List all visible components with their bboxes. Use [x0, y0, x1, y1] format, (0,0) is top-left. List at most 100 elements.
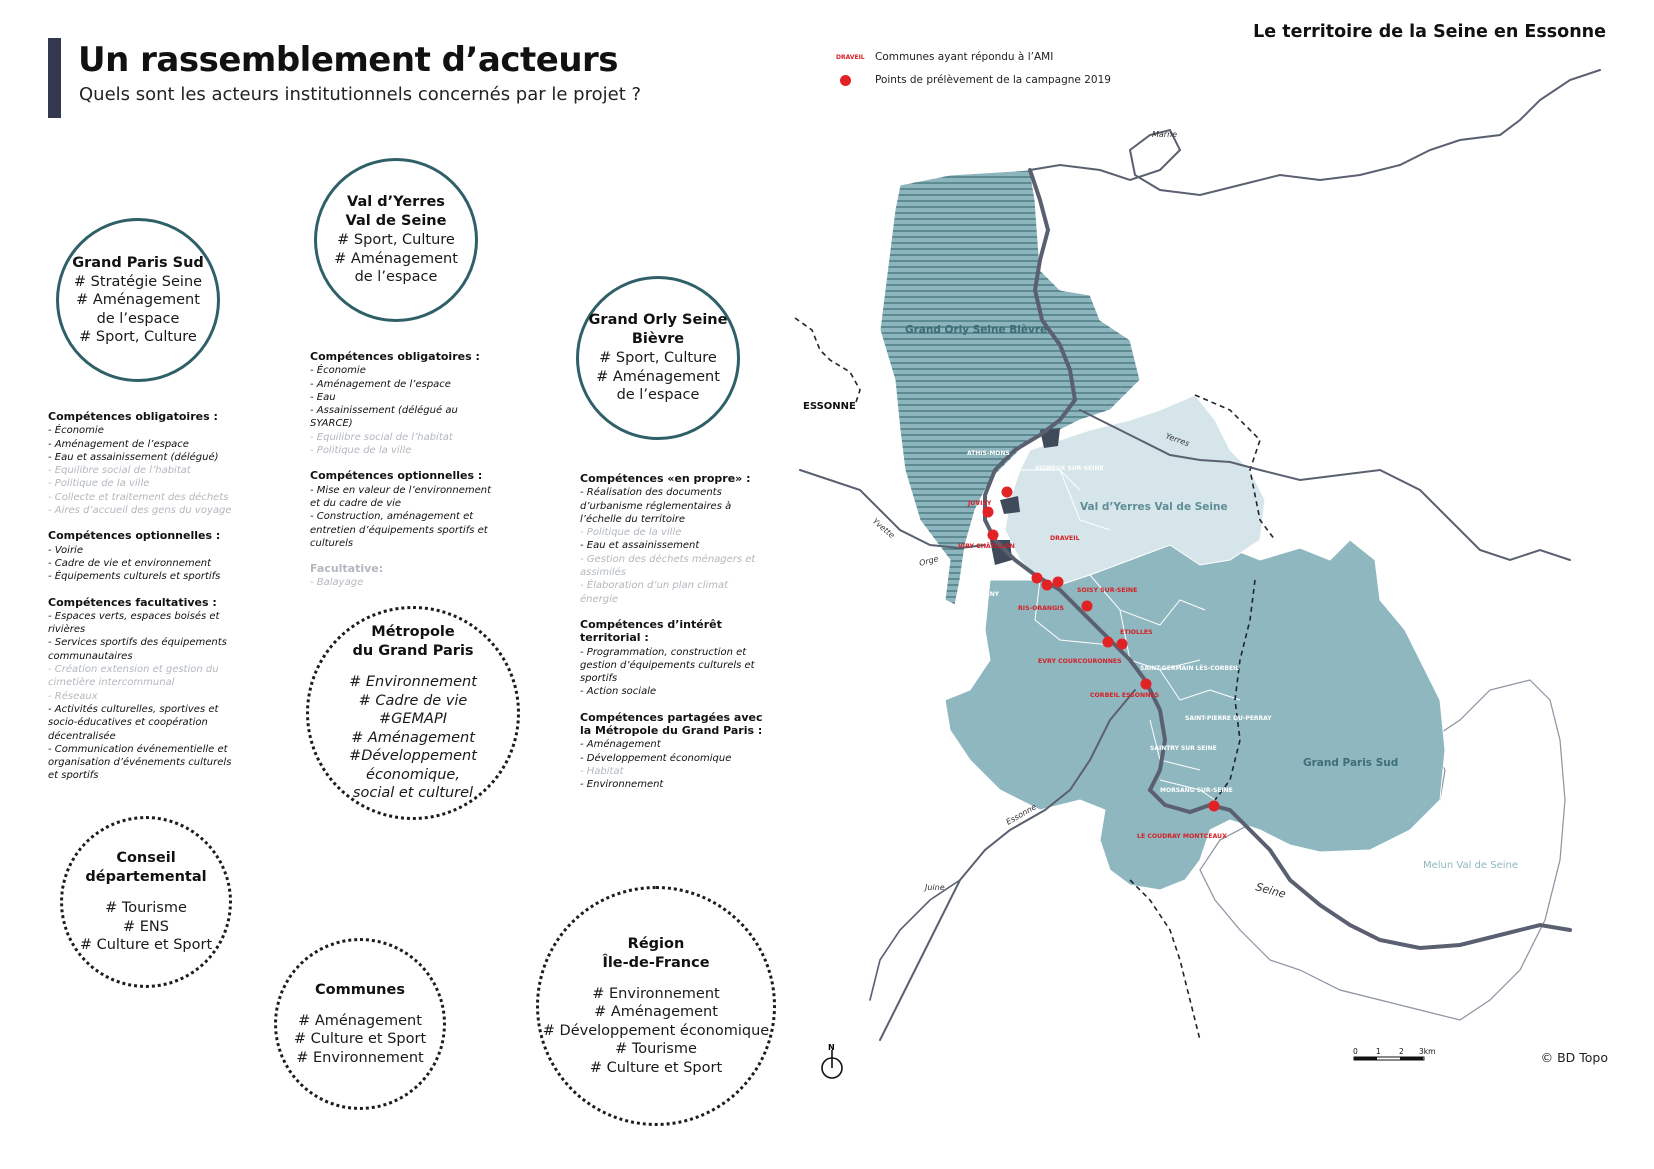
sampling-point	[1081, 600, 1093, 612]
competence-item: - Programmation, construction et gestion…	[580, 646, 755, 685]
actor-tag: #Développement économique,	[349, 748, 477, 783]
competence-item: - Politique de la ville	[580, 527, 682, 539]
sampling-point	[982, 506, 994, 518]
actor-tag: # Sport, Culture	[599, 350, 717, 367]
actor-circle-conseil-departemental: Conseil départemental # Tourisme # ENS #…	[60, 816, 232, 988]
competence-item: - Réalisation des documents d’urbanisme …	[580, 487, 732, 525]
competence-item: - Mise en valeur de l’environnement et d…	[310, 484, 492, 509]
competence-item: - Equilibre social de l’habitat	[310, 431, 453, 443]
actor-circle-grand-orly: Grand Orly Seine Bièvre # Sport, Culture…	[576, 276, 740, 440]
river-juine	[869, 879, 961, 1001]
competence-item: - Création extension et gestion du cimet…	[48, 664, 219, 689]
competence-item: - Action sociale	[580, 686, 657, 698]
competence-item: - Économie	[310, 365, 366, 377]
actor-circle-grand-paris-sud: Grand Paris Sud # Stratégie Seine # Amén…	[56, 218, 220, 382]
sampling-point	[1102, 636, 1114, 648]
competence-heading: Compétences obligatoires :	[310, 350, 480, 363]
label-commune-ami: SOISY SUR-SEINE	[1077, 587, 1137, 594]
scale-tick-label: 0	[1353, 1047, 1358, 1056]
label-river-marne: Marne	[1152, 130, 1177, 139]
sampling-point	[1001, 486, 1013, 498]
actor-name: Bièvre	[631, 331, 685, 348]
department-border	[794, 317, 1276, 1041]
actor-name: du Grand Paris	[352, 643, 474, 660]
actor-name: Grand Orly Seine	[588, 312, 728, 329]
label-commune: GRIGNY	[973, 591, 1000, 598]
competence-item: - Eau	[310, 391, 336, 403]
competence-item: - Espaces verts, espaces boisés et riviè…	[48, 610, 220, 636]
sampling-point	[1031, 572, 1043, 584]
sampling-point	[1041, 579, 1053, 591]
actor-name: Île-de-France	[602, 954, 710, 971]
actor-name: Communes	[315, 981, 405, 998]
competence-heading: Compétences facultatives :	[48, 595, 217, 609]
north-label: N	[828, 1043, 835, 1052]
legend-communes-ami: Communes ayant répondu à l’AMI	[875, 51, 1054, 63]
label-commune: VIGNEUX SUR-SEINE	[1035, 465, 1104, 472]
actor-tag: # Aménagement	[594, 1004, 718, 1021]
competence-item: - Services sportifs des équipements comm…	[48, 637, 227, 662]
competence-item: - Aires d’accueil des gens du voyage	[48, 505, 232, 517]
competence-item: - Communication événementielle et organi…	[48, 743, 232, 782]
map-credit: © BD Topo	[1540, 1050, 1608, 1065]
actor-tag: social et culturel	[352, 785, 474, 802]
competence-item: - Construction, aménagement et entretien…	[310, 511, 488, 549]
competence-item: - Cadre de vie et environnement	[48, 557, 212, 569]
label-commune-ami: ETIOLLES	[1120, 629, 1153, 636]
river-seine	[983, 168, 1572, 951]
sampling-point	[1052, 576, 1064, 588]
actor-tag: # Développement économique	[542, 1022, 770, 1039]
actor-name: Val d’Yerres	[347, 194, 445, 211]
map-title: Le territoire de la Seine en Essonne	[1253, 22, 1606, 42]
actor-tag: # Environnement	[349, 674, 477, 691]
actor-name: départemental	[85, 869, 207, 886]
competence-item: - Équipements culturels et sportifs	[48, 571, 221, 583]
actor-tag: # Aménagement de l’espace	[596, 368, 720, 404]
actor-tag: # Aménagement	[298, 1012, 422, 1029]
scale-tick-label: 2	[1399, 1047, 1404, 1056]
competence-heading: Compétences partagées avec la Métropole …	[580, 710, 763, 738]
river-orge	[799, 469, 986, 550]
communes-ami-labels: JUVISY VIRY CHÂTILLON DRAVEIL RIS-ORANGI…	[958, 500, 1227, 840]
competence-heading: Compétences optionnelles :	[310, 469, 483, 483]
label-essonne: ESSONNE	[803, 401, 856, 412]
actor-name: Conseil	[116, 850, 176, 867]
actor-tag: # Aménagement de l’espace	[76, 292, 200, 327]
river-yerres	[1079, 409, 1571, 562]
actor-tag: # Environnement	[592, 985, 720, 1002]
label-river-yvette: Yvette	[871, 517, 897, 540]
competence-item: - Voirie	[48, 544, 83, 556]
actor-tag: #GEMAPI	[379, 711, 447, 728]
competences-val-yerres: Compétences obligatoires :- Économie- Am…	[310, 350, 495, 590]
north-arrow-icon: N	[821, 1043, 843, 1079]
competence-heading: Compétences d’intérêt territorial :	[580, 617, 722, 645]
competence-item: - Aménagement de l’espace	[48, 438, 189, 450]
competences-grand-paris-sud: Compétences obligatoires :- Économie- Am…	[48, 410, 232, 783]
competences-grand-orly: Compétences «en propre» : - Réalisation d…	[580, 472, 765, 792]
actor-tag: # Cadre de vie	[358, 692, 468, 709]
river-essonne	[879, 689, 1136, 1041]
competence-item: - Activités culturelles, sportives et so…	[48, 703, 219, 742]
label-commune-ami: EVRY COURCOURONNES	[1038, 658, 1122, 665]
competence-item: - Eau et assainissement (délégué)	[48, 451, 219, 463]
communes-other-labels: ATHIS-MONS VIGNEUX SUR-SEINE GRIGNY SAIN…	[967, 450, 1272, 794]
label-commune: ATHIS-MONS	[967, 450, 1010, 457]
actor-tag: # Aménagement de l’espace	[334, 250, 458, 286]
label-river-orge: Orge	[918, 554, 939, 568]
competence-item: - Développement économique	[580, 752, 732, 764]
label-commune-ami: JUVISY	[967, 500, 992, 507]
river-marne	[1029, 69, 1601, 197]
sampling-point	[987, 529, 999, 541]
actor-name: Val de Seine	[345, 213, 447, 230]
page-subtitle: Quels sont les acteurs institutionnels c…	[79, 84, 642, 105]
competence-heading: Compétences «en propre» :	[580, 472, 751, 485]
label-territory-mvs: Melun Val de Seine	[1423, 860, 1518, 871]
territory-val-yerres	[1004, 394, 1266, 586]
label-territory-gosb: Grand Orly Seine Bièvre	[905, 324, 1047, 336]
label-commune-ami: VIRY CHÂTILLON	[958, 541, 1015, 550]
label-commune-ami: DRAVEIL	[1050, 535, 1080, 542]
competence-heading: Compétences obligatoires :	[48, 410, 218, 423]
competence-item: - Collecte et traitement des déchets	[48, 491, 229, 503]
competence-item: - Gestion des déchets ménagers et assimi…	[580, 553, 756, 579]
scale-tick-label: 3km	[1419, 1047, 1435, 1056]
